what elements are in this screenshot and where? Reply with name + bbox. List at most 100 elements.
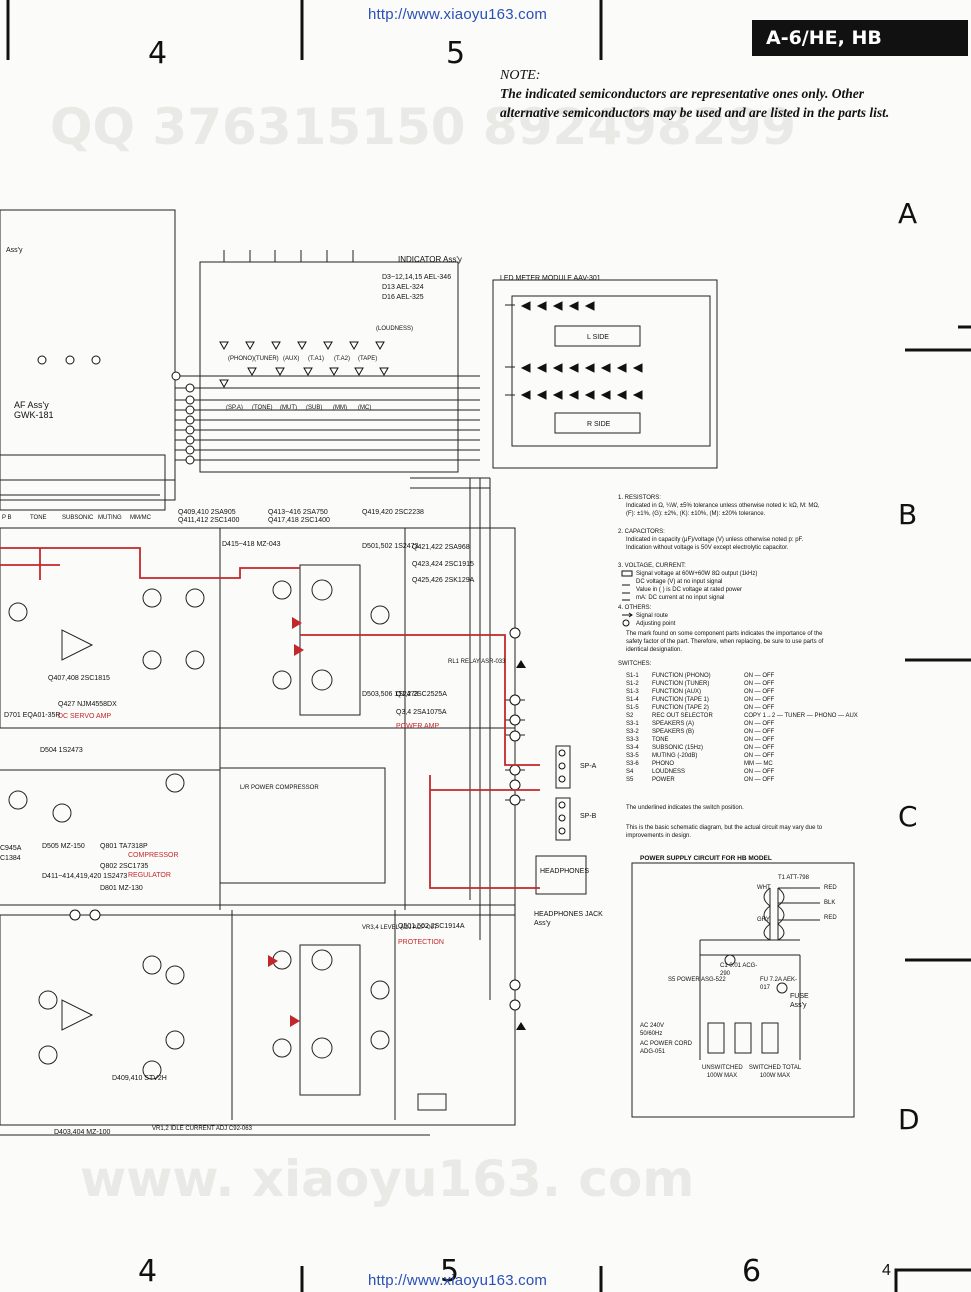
l-side-label: L SIDE bbox=[587, 334, 609, 341]
loudness-label: (LOUDNESS) bbox=[376, 326, 414, 332]
tone-row-tone: TONE bbox=[30, 515, 47, 521]
q411-label: Q411,412 2SC1400 bbox=[178, 517, 240, 524]
d503-label: D503,506 1S2473 bbox=[362, 691, 419, 698]
power-supply-title: POWER SUPPLY CIRCUIT FOR HB MODEL bbox=[640, 855, 772, 862]
ps-wire-gry: GRY bbox=[757, 917, 770, 923]
q501-label: Q501,502 2SC1914A bbox=[398, 923, 465, 930]
ps-ac-in: AC 240V 50/60Hz bbox=[640, 1023, 665, 1037]
led-label-spa: (SP.A) bbox=[226, 405, 243, 411]
switches-title: SWITCHES: bbox=[618, 661, 652, 667]
servo-label: DC SERVO AMP bbox=[58, 713, 112, 720]
d501-label: D501,502 1S2473 bbox=[362, 543, 419, 550]
legend-others-3: The mark found on some component parts i… bbox=[626, 631, 824, 653]
legend-others-title: 4. OTHERS: bbox=[618, 605, 652, 611]
d801-label: D801 MZ-130 bbox=[100, 885, 143, 892]
led-label-aux: (AUX) bbox=[283, 356, 300, 362]
compressor-label: COMPRESSOR bbox=[128, 852, 179, 859]
d504-label: D504 1S2473 bbox=[40, 747, 83, 754]
legend-capacitors-title: 2. CAPACITORS: bbox=[618, 529, 665, 535]
headphones-jack-label: HEADPHONES JACK Ass'y bbox=[534, 911, 603, 927]
q407-label: Q407,408 2SC1815 bbox=[48, 675, 110, 682]
headphones-label: HEADPHONES bbox=[540, 868, 590, 875]
indicator-part-3: D16 AEL-325 bbox=[382, 294, 424, 301]
led-label-ta1: (T.A1) bbox=[308, 356, 325, 362]
tone-row-pb: P B bbox=[2, 515, 12, 521]
c945a-label: C945A bbox=[0, 845, 22, 852]
regulator-label: REGULATOR bbox=[128, 872, 171, 879]
url-bottom[interactable]: http://www.xiaoyu163.com bbox=[368, 1272, 548, 1289]
note-heading: NOTE: bbox=[500, 68, 541, 83]
legend-voltage-title: 3. VOLTAGE, CURRENT: bbox=[618, 563, 686, 569]
sp-b-label: SP-B bbox=[580, 813, 597, 820]
tone-row-muting: MUTING bbox=[98, 515, 122, 521]
ps-outlet-unswitched: UNSWITCHED 100W MAX bbox=[702, 1065, 743, 1079]
ps-cord: AC POWER CORD ADG-051 bbox=[640, 1041, 693, 1055]
ps-wire-red1: RED bbox=[824, 885, 837, 891]
power-compressor-label: L/R POWER COMPRESSOR bbox=[240, 785, 319, 791]
d411-label: D411~414,419,420 1S2473 bbox=[42, 873, 128, 880]
tone-row-mmmc: MM/MC bbox=[130, 515, 151, 521]
q409-label: Q409,410 2SA905 bbox=[178, 509, 236, 516]
protection-label: PROTECTION bbox=[398, 939, 444, 946]
led-label-tuner: (TUNER) bbox=[254, 356, 279, 362]
relay-label: RL1 RELAY ASR-033 bbox=[448, 659, 506, 665]
row-letter-c: C bbox=[898, 800, 918, 833]
ps-c1: C1 0.01 ACG-290 bbox=[720, 963, 758, 977]
q413-label: Q413~416 2SA750 bbox=[268, 509, 328, 516]
led-label-tape: (TAPE) bbox=[358, 356, 378, 362]
af-assy-part: GWK-181 bbox=[14, 410, 54, 420]
q419-label: Q419,420 2SC2238 bbox=[362, 509, 424, 516]
led-meter-label: LED METER MODULE AAV-301 bbox=[500, 275, 601, 282]
ps-fuse-part: FU 7.2A AEK-017 bbox=[760, 977, 798, 991]
af-assy-label: AF Ass'y bbox=[14, 400, 49, 410]
legend-voltage-4: mA: DC current at no input signal bbox=[636, 595, 725, 601]
column-number-5-bottom: 5 bbox=[440, 1254, 460, 1289]
led-label-tone: (TONE) bbox=[252, 405, 273, 411]
ps-outlet-switched: SWITCHED TOTAL 100W MAX bbox=[748, 1065, 802, 1079]
legend-others-1: Signal route bbox=[636, 613, 669, 619]
legend-resistors-title: 1. RESISTORS: bbox=[618, 495, 661, 501]
led-label-phono: (PHONO) bbox=[228, 356, 254, 362]
led-label-mc: (MC) bbox=[358, 405, 372, 411]
q423-label: Q423,424 2SC1915 bbox=[412, 561, 474, 568]
d701-label: D701 EQA01-35R bbox=[4, 712, 61, 719]
q801-label: Q801 TA7318P bbox=[100, 843, 148, 850]
underline-note: The underlined indicates the switch posi… bbox=[626, 805, 744, 811]
d409-label: D409,410 STV2H bbox=[112, 1075, 167, 1082]
vr3-label: VR3,4 LEVEL ADJ ACP-007 bbox=[362, 925, 438, 931]
page-number: 4 bbox=[882, 1262, 891, 1279]
row-letter-a: A bbox=[898, 197, 918, 230]
note-body: The indicated semiconductors are represe… bbox=[500, 86, 890, 120]
url-top[interactable]: http://www.xiaoyu163.com bbox=[368, 6, 548, 23]
column-number-4-top: 4 bbox=[148, 36, 168, 71]
d415-label: D415~418 MZ-043 bbox=[222, 541, 281, 548]
d505-label: D505 MZ-150 bbox=[42, 843, 85, 850]
ps-s5: S5 POWER ASG-522 bbox=[668, 977, 726, 983]
basic-schematic-note: This is the basic schematic diagram, but… bbox=[626, 825, 823, 839]
d403-label: D403,404 MZ-100 bbox=[54, 1129, 111, 1136]
legend-resistors-text: Indicated in Ω, ¼W, ±5% tolerance unless… bbox=[626, 503, 820, 517]
q1-label: Q1,2 2SC2525A bbox=[396, 691, 447, 698]
legend-voltage-1: Signal voltage at 60W+60W 8Ω output (1kH… bbox=[636, 571, 758, 577]
led-label-mut: (MUT) bbox=[280, 405, 297, 411]
q425-label: Q425,426 2SK129A bbox=[412, 577, 475, 584]
column-number-5-top: 5 bbox=[446, 36, 466, 71]
led-label-ta2: (T.A2) bbox=[334, 356, 351, 362]
column-number-4-bottom: 4 bbox=[138, 1254, 158, 1289]
legend-voltage-3: Value in ( ) is DC voltage at rated powe… bbox=[636, 587, 742, 593]
assy-top-label: Ass'y bbox=[6, 247, 23, 254]
